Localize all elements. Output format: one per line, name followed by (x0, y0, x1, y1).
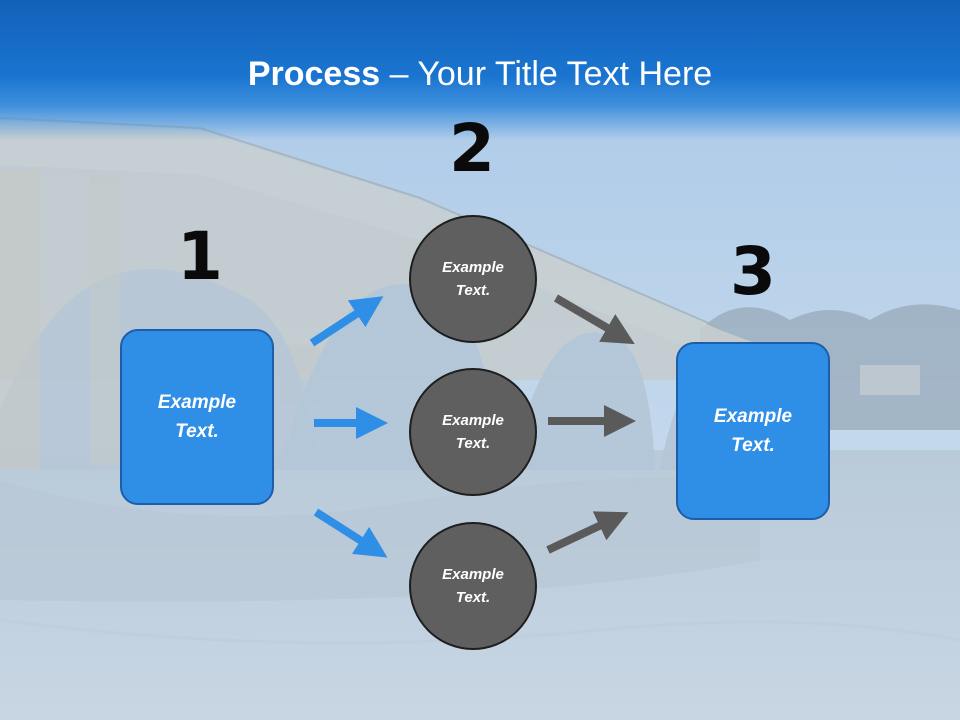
title-rest-text: – Your Title Text Here (380, 55, 713, 93)
gray-arrow-lower (546, 511, 629, 554)
circle-top-text: Example Text. (442, 259, 504, 299)
circle-bottom-text: Example Text. (442, 566, 504, 606)
circle-middle-text: Example Text. (442, 412, 504, 452)
step-2-circle-middle[interactable]: Example Text. (409, 368, 537, 496)
step-2-circle-top[interactable]: Example Text. (409, 215, 537, 343)
step-2-number: 2 (449, 110, 495, 187)
step-3-box[interactable]: Example Text. (676, 342, 830, 520)
gray-arrow-upper (553, 294, 635, 345)
blue-arrow-lower (313, 508, 388, 558)
step-2-circle-bottom[interactable]: Example Text. (409, 522, 537, 650)
title-bold-text: Process (247, 55, 381, 93)
step-3-number: 3 (730, 233, 776, 310)
step-1-box[interactable]: Example Text. (120, 329, 274, 505)
title-band (0, 0, 960, 140)
step-3-text: Example Text. (713, 406, 793, 456)
step-1-text: Example Text. (157, 392, 237, 442)
step-1-number: 1 (177, 218, 223, 295)
blue-arrow-upper (309, 296, 384, 347)
slide-title: Process – Your Title Text Here (0, 48, 960, 100)
